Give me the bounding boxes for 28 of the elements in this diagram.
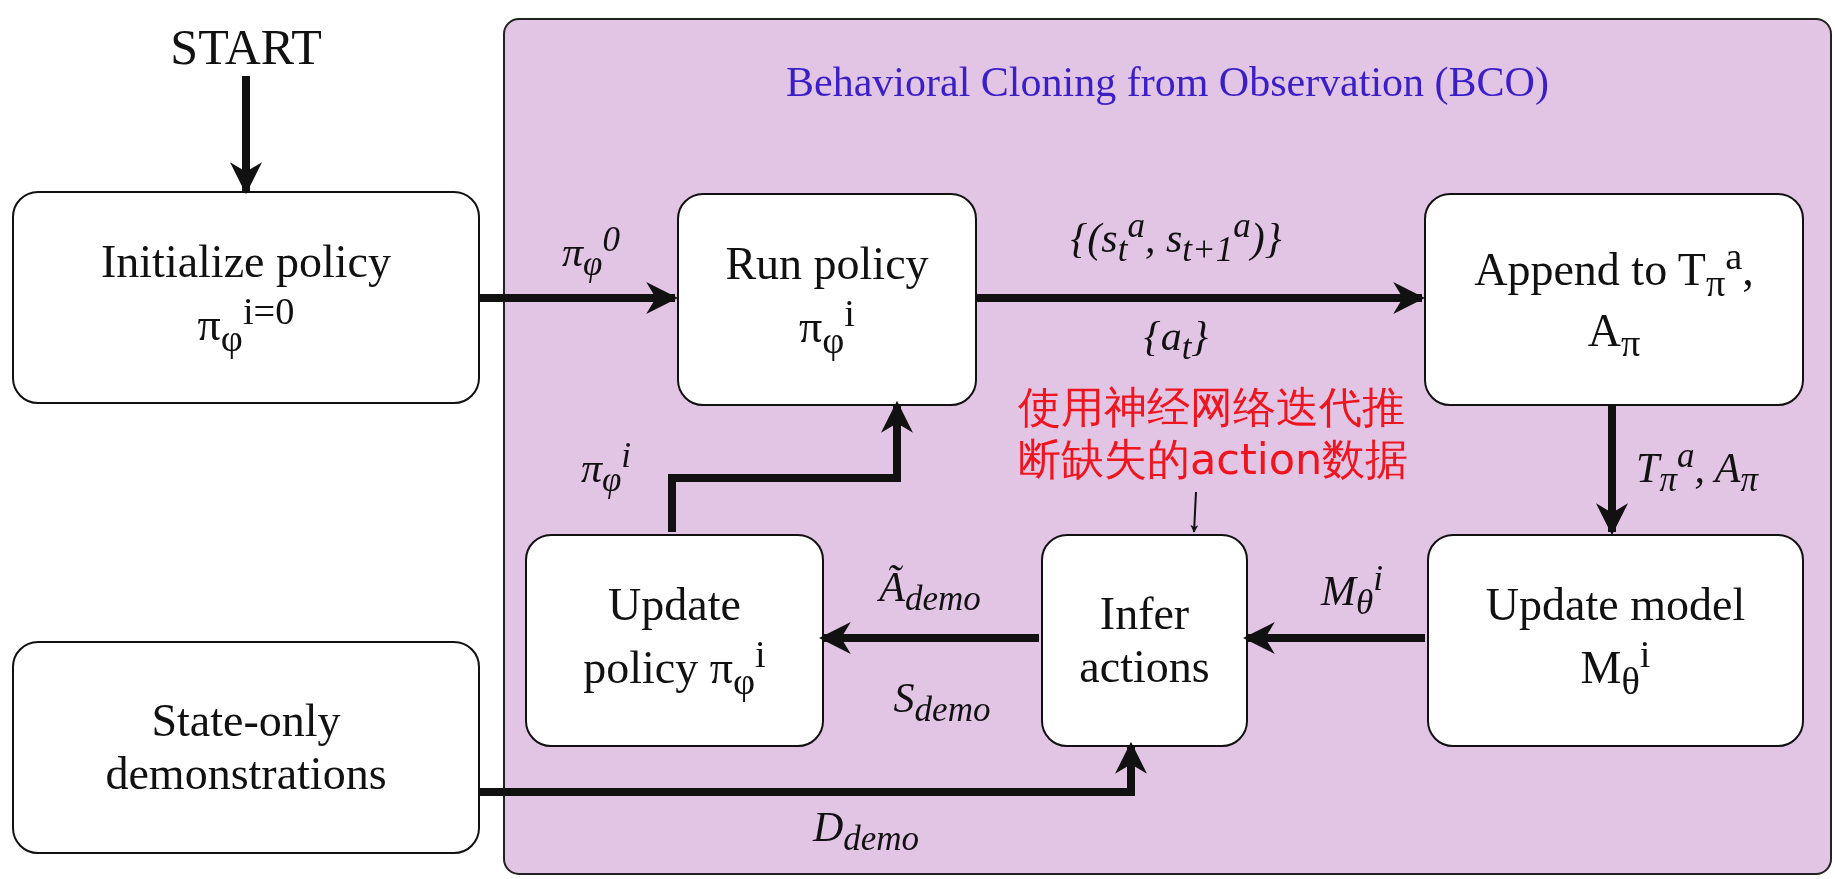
process-box [12,641,480,854]
edge-label: D$_{demo}$ [812,802,920,860]
edge-label: T$_{π}$$^{a}$, A$_{π}$ [1636,435,1758,501]
arrow [1242,622,1425,654]
process-box [677,193,977,406]
process-box [1424,193,1804,406]
arrow [1596,404,1628,536]
process-box [1427,534,1804,747]
arrow [668,400,913,532]
arrow [480,282,679,314]
box-text: Append to T$_{π}$$^{a}$, A$_{π}$ [1473,234,1755,365]
panel-title: Behavioral Cloning from Observation (BCO) [786,58,1549,107]
edge-label: {(s$_{t}$$^{a}$, s$_{t+1}$$^{a}$)} [1070,205,1282,271]
arrow [818,622,1039,654]
start-label: START [170,19,322,77]
edge-label: Ã$_{demo}$ [879,562,981,620]
bco-panel [503,18,1832,875]
math-label: S$_{demo}$ [893,673,991,731]
math-label: {a$_{t}$} [1143,311,1209,369]
arrow [480,741,1147,796]
leader-arrow [1190,491,1199,533]
arrow [975,282,1426,314]
process-box [525,534,824,747]
box-text: Infer actions [1078,587,1211,694]
box-text: State-only demonstrations [104,694,388,801]
process-box [1041,534,1248,747]
process-box [12,191,480,404]
annotation-text: 使用神经网络迭代推断缺失的action数据 [1018,382,1410,486]
